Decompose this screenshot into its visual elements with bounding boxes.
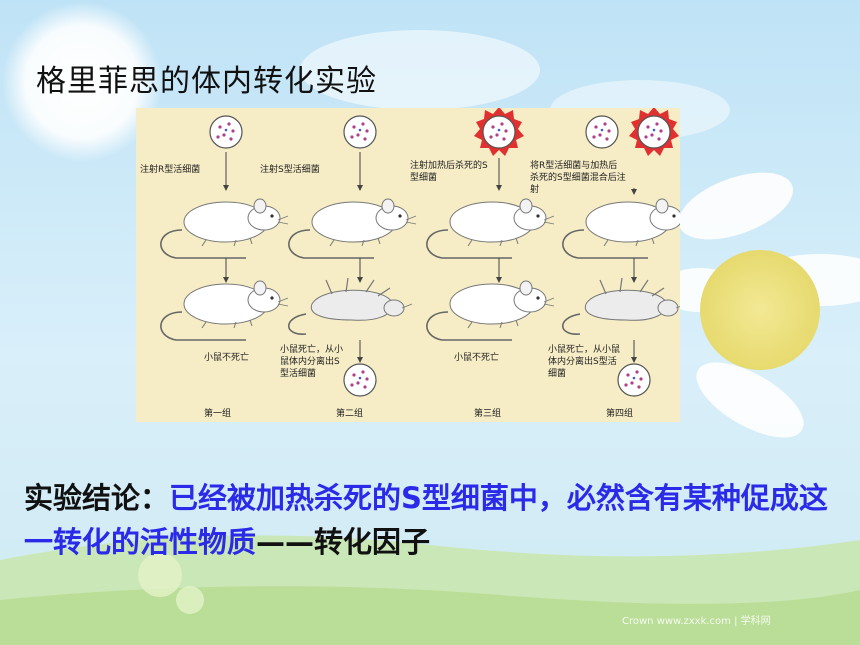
experiment-figure: 注射R型活细菌 小鼠不死亡 注射S型活细菌 小鼠死亡，从小鼠体内分离出S型活细菌…: [136, 108, 680, 422]
group2-caption-bottom: 小鼠死亡，从小鼠体内分离出S型活细菌: [280, 345, 344, 379]
group3-caption-top: 注射加热后杀死的S型细菌: [410, 161, 488, 183]
group2-label: 第二组: [336, 409, 364, 419]
experiment-illustration: [160, 108, 680, 397]
group1-caption-bottom: 小鼠不死亡: [204, 353, 250, 363]
group3-caption-bottom: 小鼠不死亡: [454, 353, 500, 363]
slide-title: 格里菲思的体内转化实验: [36, 64, 377, 99]
group4-caption-bottom: 小鼠死亡，从小鼠体内分离出S型活细菌: [548, 345, 621, 379]
conclusion-suffix: 转化因子: [314, 525, 431, 559]
conclusion-text: 实验结论：已经被加热杀死的S型细菌中，必然含有某种促成这一转化的活性物质——转化…: [24, 476, 844, 564]
watermark: Crown www.zxxk.com | 学科网: [622, 616, 771, 627]
group4-caption-top: 将R型活细菌与加热后杀死的S型细菌混合后注射: [530, 161, 626, 195]
group4-label: 第四组: [606, 409, 634, 419]
group2-caption-top: 注射S型活细菌: [260, 165, 320, 175]
group1-label: 第一组: [204, 409, 232, 419]
conclusion-prefix: 实验结论：: [24, 481, 170, 515]
conclusion-dash: ——: [256, 525, 315, 559]
group3-label: 第三组: [474, 409, 502, 419]
conclusion-body: 已经被加热杀死的S型细菌中，必然含有某种促成这一转化的活性物质: [24, 481, 828, 559]
group1-caption-top: 注射R型活细菌: [140, 165, 201, 175]
